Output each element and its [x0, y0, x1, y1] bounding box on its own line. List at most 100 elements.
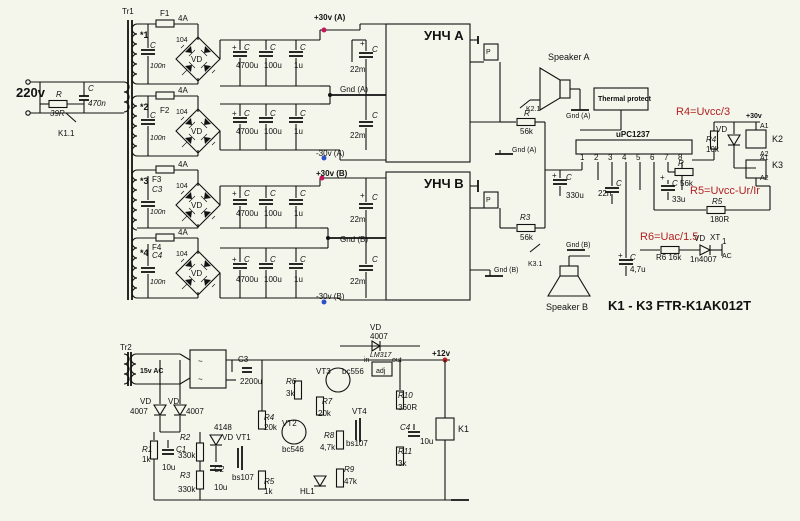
- filter-a1-plus: +: [232, 43, 237, 52]
- psu2-c4-value: 10u: [420, 437, 433, 446]
- ic-pin-4: 4: [622, 153, 627, 162]
- psu2-c3: C3: [238, 355, 249, 364]
- winding-1: *1 F1 4A C 100n VD 104: [137, 9, 221, 85]
- protection-r4-value: 10k: [706, 145, 720, 154]
- formula-r5: R5=Uvcc-Ur/Ir: [690, 185, 760, 197]
- amp-a-label: УНЧ A: [424, 28, 464, 43]
- psu2-r3-value: 330k: [178, 485, 196, 494]
- psu2-vt1-value: bs107: [232, 473, 254, 482]
- speaker-a-section: Speaker A Gnd (A) R 56k K2.1 Gnd (A): [494, 52, 591, 170]
- winding-4-fuse: F4: [152, 243, 162, 252]
- psu2-r6: R6: [286, 377, 297, 386]
- ic-pin-3: 3: [608, 153, 613, 162]
- vt2-symbol: [281, 419, 307, 445]
- protection-circuit: R4=Uvcc/3 R5=Uvcc-Ur/Ir R6=Uac/1.5 +30v …: [640, 106, 783, 264]
- winding-2-bridge-cap: 104: [176, 109, 188, 116]
- rail-neg-b: -30v (B): [316, 292, 345, 301]
- psu2-vt1: VT1: [236, 433, 251, 442]
- psu2-rail: +12v: [432, 349, 451, 358]
- psu2-k1: K1: [458, 424, 469, 434]
- speaker-b-contact: K3.1: [528, 261, 543, 268]
- ic-pin-8: 8: [678, 153, 683, 162]
- amp-a-cap2-name: C: [372, 111, 378, 120]
- winding-4-bridge-cap: 104: [176, 251, 188, 258]
- mains-cap: C: [88, 84, 94, 93]
- ic-upc1237: uPC1237 1 2 3 4 5 6 7 8 + C 330u C 22n +…: [545, 130, 694, 276]
- ic-label: uPC1237: [616, 130, 650, 139]
- winding-4-fuse-value: 4A: [178, 228, 188, 237]
- psu2-vt3: VT3: [316, 367, 331, 376]
- filter-a5-cap: C: [270, 109, 276, 118]
- speaker-b-r-value: 56k: [520, 233, 534, 242]
- speaker-a-r: R: [524, 109, 530, 118]
- transformer-tr1: Tr1: [122, 7, 138, 300]
- winding-3-bridge: VD: [191, 201, 202, 210]
- filter-a3-value: 1u: [294, 61, 303, 70]
- filter-bank-b: + C 4700u C 100u C 1u + C 4700u C 100u C…: [219, 185, 340, 299]
- psu2-vt2-value: bc546: [282, 445, 304, 454]
- winding-3-cap: C3: [152, 185, 163, 194]
- speaker-b-gnd2: Gnd (B): [566, 242, 591, 249]
- psu2-vt3-value: bc556: [342, 367, 364, 376]
- relay-k3: K3: [772, 160, 783, 170]
- psu2-bridge-ac2: ~: [198, 375, 203, 384]
- formula-r6: R6=Uac/1.5: [640, 231, 698, 243]
- mains-resistor-value: 39R: [50, 109, 65, 118]
- filter-a6-cap: C: [300, 109, 306, 118]
- relay-k3-a1: A1: [760, 155, 769, 162]
- speaker-b-label: Speaker B: [546, 302, 588, 312]
- winding-2-cap-value: 100n: [150, 135, 166, 142]
- ic-pin-2: 2: [594, 153, 599, 162]
- psu2-r5: R5: [264, 477, 275, 486]
- rail-pos-b-marker: [319, 175, 325, 181]
- tr2-label: Tr2: [120, 343, 132, 352]
- rail-gnd-a: Gnd (A): [340, 85, 368, 94]
- psu2-reg-out: out: [392, 357, 402, 364]
- winding-1-cap: C: [150, 41, 156, 50]
- ic-cap2-value: 22n: [598, 189, 611, 198]
- amp-a-relay-contact: P: [486, 49, 491, 56]
- relay-k2-a1: A1: [760, 123, 769, 130]
- filter-b1-plus: +: [232, 189, 237, 198]
- psu2: Tr2 15v AC ~ ~ VD 4007 VD 4007 C3 2200u …: [120, 323, 470, 501]
- ic-pin-6: 6: [650, 153, 655, 162]
- winding-2-fuse: F2: [160, 106, 170, 115]
- filter-b5-cap: C: [270, 255, 276, 264]
- filter-a2-value: 100u: [264, 61, 282, 70]
- mains-resistor: R: [56, 90, 62, 99]
- ic-pin-1: 1: [580, 153, 585, 162]
- relay-type-note: K1 - K3 FTR-K1AK012T: [608, 298, 751, 313]
- ic-r-value: 56k: [680, 179, 694, 188]
- psu2-reg-in: in: [364, 357, 370, 364]
- psu2-r11: R11: [398, 447, 412, 456]
- amp-a-cap-value: 22m: [350, 65, 366, 74]
- amp-b-cap-plus: +: [360, 191, 365, 200]
- thermal-label: Thermal protect: [598, 96, 652, 103]
- protection-vd2-value: 1n4007: [690, 255, 717, 264]
- filter-b3-value: 1u: [294, 209, 303, 218]
- protection-xt: XT: [710, 233, 720, 242]
- winding-3-cap-value: 100n: [150, 209, 166, 216]
- winding-2: *2 F2 4A C 100n VD 104: [137, 86, 221, 157]
- filter-a5-value: 100u: [264, 127, 282, 136]
- amp-b-cap-name: C: [372, 193, 378, 202]
- filter-a6-value: 1u: [294, 127, 303, 136]
- psu2-c4: C4: [400, 423, 411, 432]
- filter-a2-cap: C: [270, 43, 276, 52]
- winding-4-cap-value: 100n: [150, 279, 166, 286]
- psu2-vd1: VD: [140, 397, 151, 406]
- tr1-label: Tr1: [122, 7, 134, 16]
- filter-b2-cap: C: [270, 189, 276, 198]
- protection-supply: +30v: [746, 113, 762, 120]
- winding-1-cap-value: 100n: [150, 63, 166, 70]
- filter-b4-value: 4700u: [236, 275, 258, 284]
- rail-pos-a: +30v (A): [314, 13, 346, 22]
- filter-b6-cap: C: [300, 255, 306, 264]
- speaker-a-gnd: Gnd (A): [566, 113, 591, 120]
- filter-bank-a: + C 4700u C 100u C 1u + C 4700u C 100u C…: [219, 39, 340, 151]
- psu2-vd2-value: 4007: [186, 407, 204, 416]
- psu2-r9: R9: [344, 465, 355, 474]
- relay-k1-coil: [435, 417, 455, 441]
- rail-neg-b-marker: [321, 299, 327, 305]
- filter-a1-value: 4700u: [236, 61, 258, 70]
